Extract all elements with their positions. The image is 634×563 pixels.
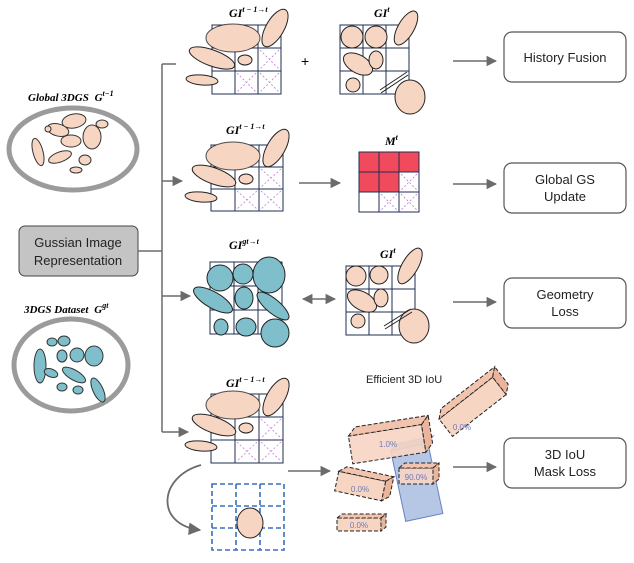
row1-gi-t-label: GIt [374,5,390,20]
row3-gi-gt-label: GIgt→t [229,237,260,252]
row3-gaussian-image-t [345,247,430,344]
output-global-gs-update: Global GS Update [503,162,627,214]
output-global-gs-label-2: Update [544,189,586,204]
row3-gaussian-image-gt [193,256,290,348]
row4-grid-ellipse [236,507,264,539]
row4-gaussian-image-prev [184,377,290,464]
output-iou-label-1: 3D IoU [545,447,585,462]
output-history-fusion-label: History Fusion [523,50,606,65]
row2-gi-prev-label: GIt − 1→t [226,122,265,137]
iou-boxes: 0.0% 1.0% 0.0% 90.0% [334,365,509,533]
output-iou-label-2: Mask Loss [534,464,597,479]
iou-value-bottom: 0.0% [350,521,368,530]
output-geometry-label-1: Geometry [536,287,594,302]
global-3dgs-label: Global 3DGS Gt−1 [28,89,114,104]
row1-gaussian-image-prev [185,8,289,95]
row4-curved-arrow [166,464,202,535]
output-history-fusion: History Fusion [503,31,627,83]
global-3dgs-cloud [6,105,140,193]
representation-line2: Representation [34,253,122,268]
row1-gi-prev-label: GIt − 1→t [229,5,268,20]
mask-label: Mt [384,133,399,148]
representation-line1: Gussian Image [34,235,121,250]
tree-connectors [138,63,192,438]
iou-value-overlap: 90.0% [405,473,428,482]
iou-value-middle: 1.0% [379,440,397,449]
iou-title: Efficient 3D IoU [366,374,442,386]
3dgs-dataset-label: 3DGS Dataset Ggt [23,301,109,316]
gaussian-image-representation-box: Gussian Image Representation [18,225,139,277]
3dgs-dataset-cloud [11,316,131,414]
row2-gaussian-image-prev [184,128,290,212]
output-global-gs-label-1: Global GS [535,172,595,187]
row1-gaussian-image-t [339,10,426,115]
row3-gi-t-label: GIt [380,246,396,261]
output-geometry-label-2: Loss [551,304,579,319]
output-3d-iou-mask-loss: 3D IoU Mask Loss [503,437,627,489]
iou-value-top-right: 0.0% [453,423,471,432]
plus-sign: + [301,53,309,69]
output-geometry-loss: Geometry Loss [503,277,627,329]
iou-value-left: 0.0% [351,485,369,494]
row4-gi-prev-label: GIt − 1→t [226,375,265,390]
mask-grid [358,151,420,213]
